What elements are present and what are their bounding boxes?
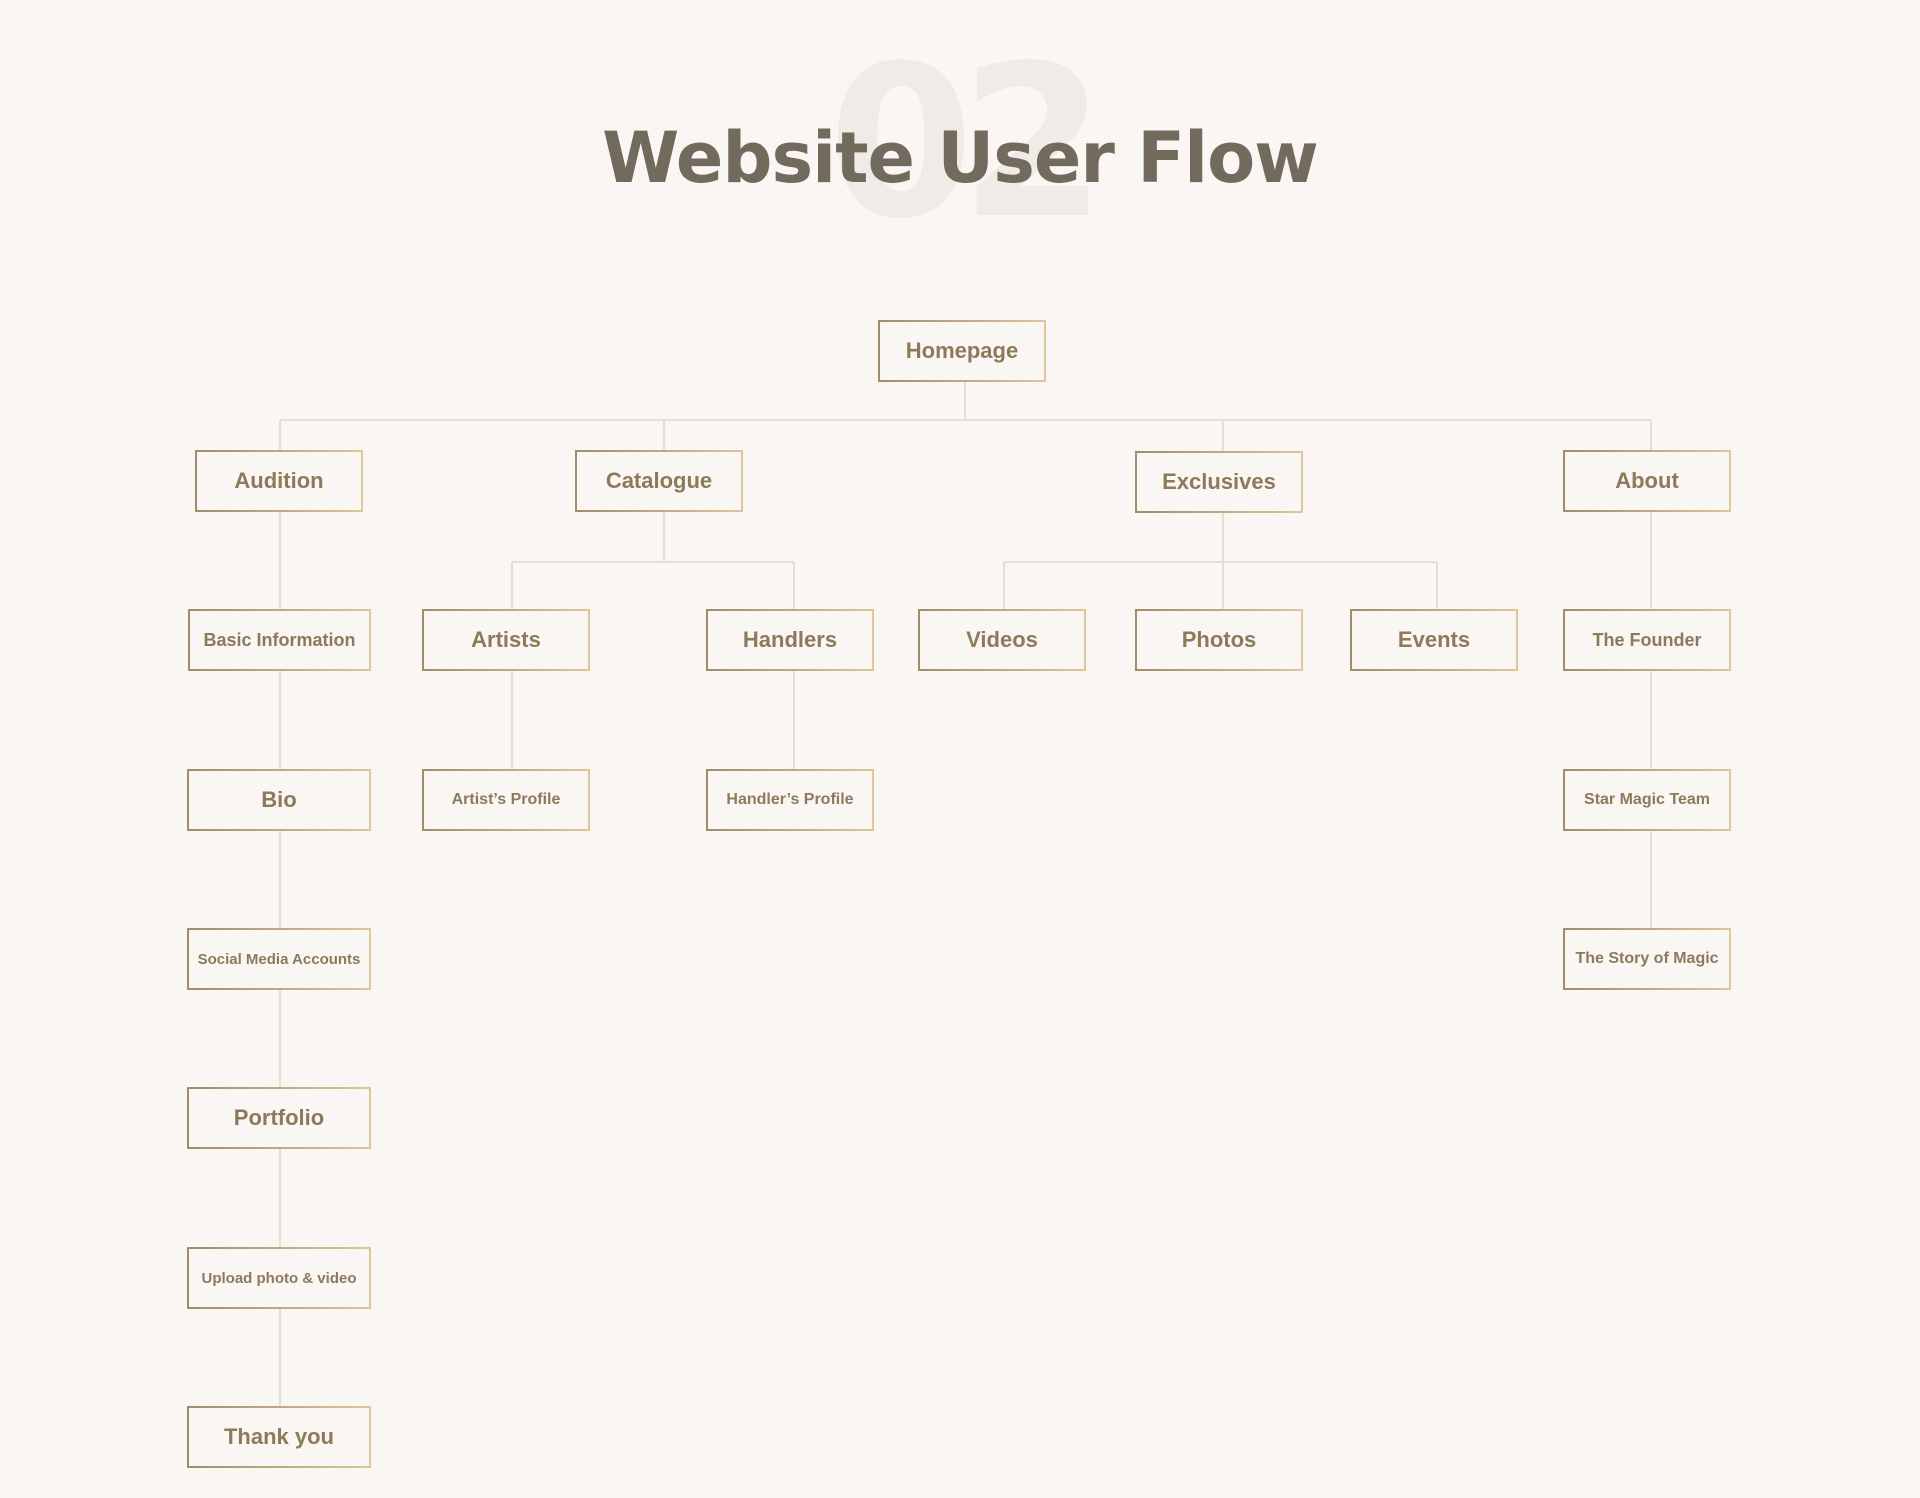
page-title: Website User Flow (602, 117, 1319, 199)
node-events: Events (1350, 609, 1518, 671)
node-social-media-accounts: Social Media Accounts (187, 928, 371, 990)
node-homepage: Homepage (878, 320, 1046, 382)
node-basic-information: Basic Information (188, 609, 371, 671)
node-portfolio: Portfolio (187, 1087, 371, 1149)
node-videos: Videos (918, 609, 1086, 671)
node-star-magic-team: Star Magic Team (1563, 769, 1731, 831)
node-artists: Artists (422, 609, 590, 671)
node-audition: Audition (195, 450, 363, 512)
node-thank-you: Thank you (187, 1406, 371, 1468)
node-handler-profile: Handler’s Profile (706, 769, 874, 831)
node-catalogue: Catalogue (575, 450, 743, 512)
node-the-founder: The Founder (1563, 609, 1731, 671)
node-bio: Bio (187, 769, 371, 831)
node-artist-profile: Artist’s Profile (422, 769, 590, 831)
node-the-story-of-magic: The Story of Magic (1563, 928, 1731, 990)
node-handlers: Handlers (706, 609, 874, 671)
node-upload-photo-video: Upload photo & video (187, 1247, 371, 1309)
node-exclusives: Exclusives (1135, 451, 1303, 513)
node-about: About (1563, 450, 1731, 512)
section-number-watermark: 02 (827, 20, 1106, 265)
node-photos: Photos (1135, 609, 1303, 671)
